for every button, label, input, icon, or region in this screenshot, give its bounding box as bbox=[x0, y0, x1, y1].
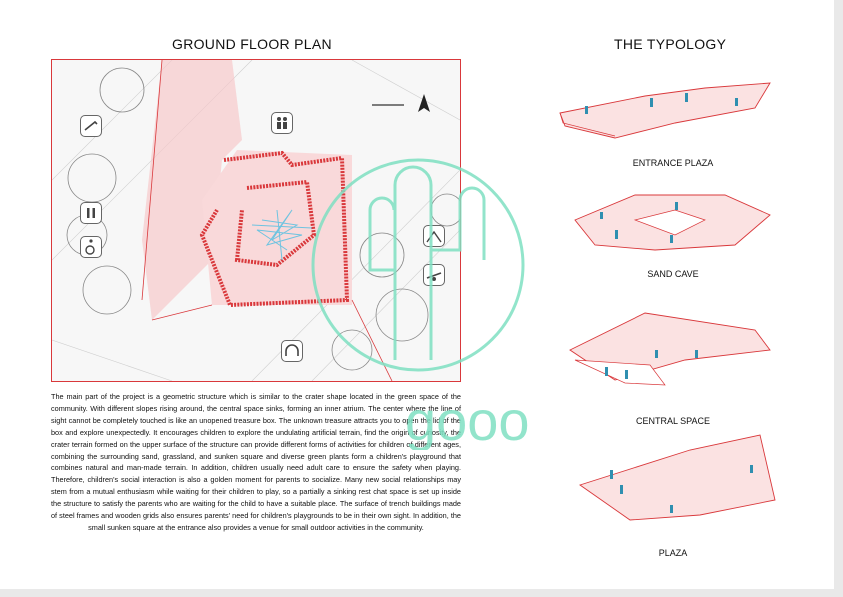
tunnel-icon bbox=[281, 340, 303, 362]
project-description: The main part of the project is a geomet… bbox=[51, 392, 461, 532]
typology-label: SAND CAVE bbox=[647, 269, 699, 279]
typology-plaza: PLAZA bbox=[570, 430, 780, 558]
plaza-drawing bbox=[578, 434, 776, 521]
typology-label: PLAZA bbox=[658, 548, 688, 558]
typology-label: CENTRAL SPACE bbox=[635, 416, 711, 426]
plan-title: GROUND FLOOR PLAN bbox=[172, 36, 332, 52]
poster-sheet: GROUND FLOOR PLAN THE TYPOLOGY bbox=[0, 0, 834, 589]
sand-cave-drawing bbox=[574, 194, 771, 251]
entrance-plaza-drawing bbox=[559, 82, 771, 139]
typology-entrance-plaza: ENTRANCE PLAZA bbox=[555, 78, 785, 168]
ground-floor-plan bbox=[51, 59, 461, 382]
typology-sand-cave: SAND CAVE bbox=[555, 190, 785, 279]
central-space-drawing bbox=[569, 312, 771, 386]
wheelchair-icon bbox=[80, 236, 102, 258]
north-arrow-icon bbox=[372, 94, 430, 112]
typology-title: THE TYPOLOGY bbox=[614, 36, 727, 52]
toilet-icon bbox=[80, 202, 102, 224]
climbing-icon bbox=[423, 225, 445, 247]
plan-drawing bbox=[52, 60, 460, 381]
people-icon bbox=[271, 112, 293, 134]
seesaw-icon bbox=[423, 264, 445, 286]
typology-label: ENTRANCE PLAZA bbox=[632, 158, 714, 168]
typology-central-space: CENTRAL SPACE bbox=[555, 305, 785, 426]
slide-icon bbox=[80, 115, 102, 137]
